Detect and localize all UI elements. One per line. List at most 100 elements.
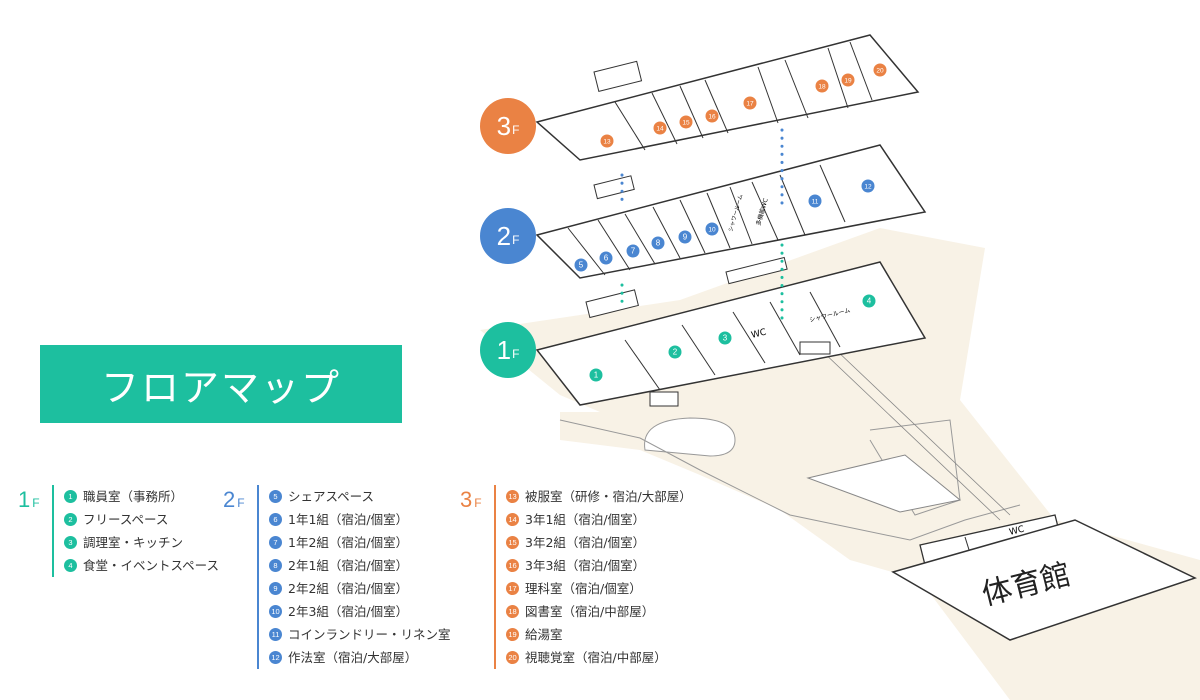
legend-item-label: 視聴覚室（宿泊/中部屋） <box>525 650 667 665</box>
room-marker-number: 4 <box>867 297 872 306</box>
room-marker[interactable] <box>815 79 829 93</box>
legend-item: 7 1年2組（宿泊/個室） <box>269 531 451 554</box>
floor-badge-2f-suffix: F <box>512 233 520 247</box>
room-marker-number: 10 <box>708 227 716 234</box>
room-marker-number: 16 <box>708 114 716 121</box>
room-marker-number: 12 <box>864 184 872 191</box>
room-marker[interactable] <box>574 258 588 272</box>
floor-1-wc-label: WC <box>750 328 767 341</box>
gym-building <box>891 519 1197 641</box>
room-marker[interactable] <box>862 294 876 308</box>
room-marker-number: 17 <box>746 101 754 108</box>
room-marker[interactable] <box>808 194 822 208</box>
room-marker-number: 5 <box>579 261 584 270</box>
legend-item: 15 3年2組（宿泊/個室） <box>506 531 692 554</box>
room-marker-number: 18 <box>818 84 826 91</box>
legend-item-number: 7 <box>269 536 282 549</box>
legend-floor-3-suffix: F <box>474 496 482 510</box>
legend-item: 9 2年2組（宿泊/個室） <box>269 577 451 600</box>
room-marker-number: 20 <box>876 68 884 75</box>
legend-item-number: 12 <box>269 651 282 664</box>
room-marker[interactable] <box>589 368 603 382</box>
floor-3-plan <box>535 34 920 161</box>
room-marker[interactable] <box>718 331 732 345</box>
room-marker[interactable] <box>653 121 667 135</box>
floor-badge-2f-number: 2 <box>496 220 512 251</box>
connector-lines <box>620 128 784 322</box>
room-marker-number: 14 <box>656 126 664 133</box>
legend-item-number: 11 <box>269 628 282 641</box>
legend-item: 17 理科室（宿泊/個室） <box>506 577 692 600</box>
room-marker[interactable] <box>861 179 875 193</box>
legend-item-label: 3年2組（宿泊/個室） <box>525 535 646 550</box>
room-marker[interactable] <box>841 73 855 87</box>
room-marker[interactable] <box>679 115 693 129</box>
legend-item-label: 3年1組（宿泊/個室） <box>525 512 646 527</box>
room-marker[interactable] <box>705 222 719 236</box>
legend-item-label: 給湯室 <box>525 627 563 642</box>
legend-item-label: 被服室（研修・宿泊/大部屋） <box>525 489 692 504</box>
legend-item: 19 給湯室 <box>506 623 692 646</box>
legend-item-number: 19 <box>506 628 519 641</box>
room-marker[interactable] <box>743 96 757 110</box>
legend-item-label: 2年3組（宿泊/個室） <box>288 604 409 619</box>
legend-item-label: 1年2組（宿泊/個室） <box>288 535 409 550</box>
legend-floor-1-suffix: F <box>32 496 40 510</box>
legend-item: 12 作法室（宿泊/大部屋） <box>269 646 451 669</box>
legend-item-number: 16 <box>506 559 519 572</box>
room-marker-number: 1 <box>594 371 599 380</box>
floor-1-outline <box>535 261 927 406</box>
room-marker-number: 9 <box>683 233 688 242</box>
legend-item-number: 17 <box>506 582 519 595</box>
gym-wc-label: WC <box>1008 525 1025 538</box>
legend-floor-2-suffix: F <box>237 496 245 510</box>
legend-item-number: 5 <box>269 490 282 503</box>
room-marker-number: 11 <box>812 199 819 206</box>
legend-floor-1-number: 1 <box>18 487 31 512</box>
room-marker-number: 15 <box>682 120 690 127</box>
floor-1-stair-left <box>585 289 639 319</box>
room-marker-number: 19 <box>844 78 852 85</box>
legend-item: 10 2年3組（宿泊/個室） <box>269 600 451 623</box>
room-marker-number: 2 <box>673 348 678 357</box>
legend-item-label: 作法室（宿泊/大部屋） <box>288 650 418 665</box>
legend-item-label: 2年2組（宿泊/個室） <box>288 581 409 596</box>
floor-1-stair-block <box>725 256 788 285</box>
room-marker[interactable] <box>651 236 665 250</box>
legend-item-number: 8 <box>269 559 282 572</box>
legend-item-number: 3 <box>64 536 77 549</box>
legend-item-number: 10 <box>269 605 282 618</box>
room-marker[interactable] <box>678 230 692 244</box>
room-marker[interactable] <box>626 244 640 258</box>
legend-item-number: 9 <box>269 582 282 595</box>
floor-badge-3f-number: 3 <box>496 110 512 141</box>
legend-item-number: 15 <box>506 536 519 549</box>
legend-item-number: 18 <box>506 605 519 618</box>
legend-item-number: 20 <box>506 651 519 664</box>
room-marker[interactable] <box>600 134 614 148</box>
legend-item-label: 理科室（宿泊/個室） <box>525 581 642 596</box>
room-marker[interactable] <box>599 251 613 265</box>
room-marker[interactable] <box>873 63 887 77</box>
legend-item-label: 1年1組（宿泊/個室） <box>288 512 409 527</box>
room-marker[interactable] <box>668 345 682 359</box>
room-marker[interactable] <box>705 109 719 123</box>
legend-item-label: 図書室（宿泊/中部屋） <box>525 604 655 619</box>
floor-3-outline <box>535 34 920 161</box>
